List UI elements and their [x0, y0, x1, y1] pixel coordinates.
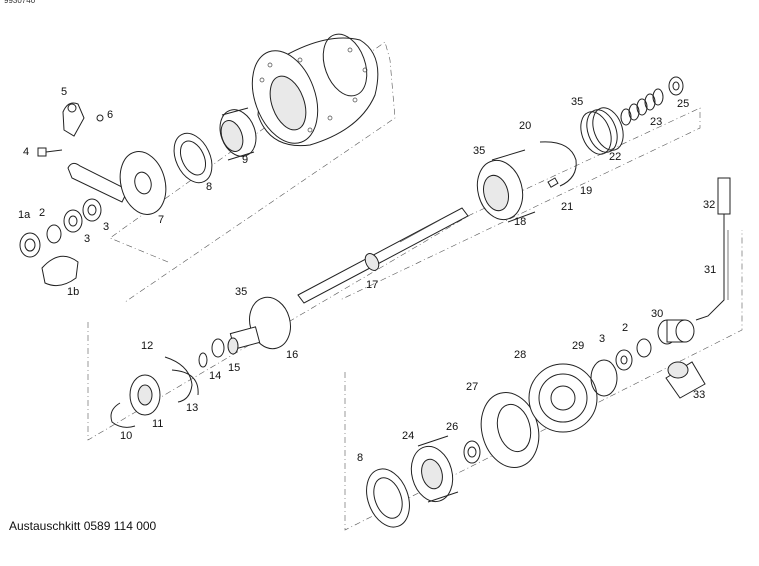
- label-part-24: 24: [402, 430, 415, 442]
- part-4-bolt: [37, 147, 63, 157]
- part-1a-nut: [19, 232, 41, 258]
- part-18-planet-carrier: [476, 149, 536, 223]
- label-part-35-carrier: 35: [473, 145, 486, 157]
- label-part-35-sun: 35: [235, 286, 248, 298]
- label-part-35-upper: 35: [571, 96, 584, 108]
- part-22-clutch-rings: [580, 107, 624, 155]
- label-part-20: 20: [519, 120, 532, 132]
- label-part-18: 18: [514, 216, 527, 228]
- part-2-washer-lower: [636, 338, 652, 358]
- label-part-23: 23: [650, 116, 663, 128]
- part-29-circlip: [590, 359, 618, 397]
- part-20-spring-clip: [539, 141, 577, 187]
- part-26-bearing: [463, 440, 481, 464]
- label-part-15: 15: [228, 362, 241, 374]
- part-7-brake-arm: [67, 151, 167, 215]
- label-part-28: 28: [514, 349, 527, 361]
- label-part-25: 25: [677, 98, 690, 110]
- kit-number-caption: Austauschkitt 0589 114 000: [9, 519, 157, 533]
- drawing-id: 9930740: [4, 0, 36, 5]
- part-15-washer: [211, 338, 225, 358]
- label-part-5: 5: [61, 86, 68, 98]
- part-31-32-indicator-chain: [695, 177, 731, 321]
- label-part-1b: 1b: [67, 286, 80, 298]
- part-21-pin: [547, 177, 559, 188]
- frame-middle: [87, 107, 701, 441]
- label-part-12: 12: [141, 340, 154, 352]
- label-part-4: 4: [23, 146, 30, 158]
- label-part-27: 27: [466, 381, 479, 393]
- label-part-33: 33: [693, 389, 706, 401]
- part-9-driver: [219, 107, 257, 161]
- label-part-19: 19: [580, 185, 593, 197]
- label-part-2-lower: 2: [622, 322, 629, 334]
- label-part-31: 31: [704, 264, 717, 276]
- part-10-circlip: [110, 402, 136, 428]
- part-33-cap: [665, 361, 706, 399]
- part-1b-cap: [41, 255, 79, 287]
- label-part-3-left-a: 3: [84, 233, 91, 245]
- part-3-washer-left-a: [63, 209, 83, 233]
- part-25-cone: [668, 76, 684, 96]
- label-part-2-left: 2: [39, 207, 46, 219]
- label-part-22: 22: [609, 151, 622, 163]
- part-16-sun-gear: [227, 296, 291, 355]
- label-part-8-upper: 8: [206, 181, 213, 193]
- part-23-spring: [620, 88, 664, 126]
- label-part-13: 13: [186, 402, 199, 414]
- part-2-washer-left: [46, 224, 62, 244]
- label-part-6: 6: [107, 109, 114, 121]
- part-13-pawl-spring: [171, 369, 199, 396]
- frame-upper-left: [109, 41, 396, 303]
- part-8-ring-upper: [173, 132, 213, 184]
- part-24-bearing-cup: [410, 435, 459, 503]
- part-12-pawl-ring: [164, 356, 193, 403]
- hub-shell: [251, 33, 379, 147]
- frame-lower: [344, 230, 743, 531]
- label-part-30: 30: [651, 308, 664, 320]
- part-11-driver: [129, 374, 161, 416]
- part-14-clip: [198, 352, 208, 368]
- label-part-10: 10: [120, 430, 133, 442]
- label-part-8-lower: 8: [357, 452, 364, 464]
- part-6-nut: [96, 114, 104, 122]
- part-3-washer-lower: [615, 349, 633, 371]
- label-part-32: 32: [703, 199, 716, 211]
- label-part-16: 16: [286, 349, 299, 361]
- label-part-3-lower: 3: [599, 333, 606, 345]
- label-part-29: 29: [572, 340, 585, 352]
- part-30-cone-nut: [657, 319, 695, 345]
- label-part-9: 9: [242, 154, 249, 166]
- label-part-21: 21: [561, 201, 574, 213]
- label-part-1a: 1a: [18, 209, 31, 221]
- part-3-washer-left-b: [82, 198, 102, 222]
- part-28-sprocket: [528, 363, 598, 433]
- part-27-dust-cap: [480, 392, 540, 468]
- part-5-clamp: [62, 102, 85, 137]
- label-part-26: 26: [446, 421, 459, 433]
- label-part-11: 11: [152, 418, 164, 430]
- part-8-ring-lower: [366, 468, 410, 528]
- part-17-axle: [297, 207, 469, 304]
- label-part-17: 17: [366, 279, 379, 291]
- label-part-7: 7: [158, 214, 165, 226]
- label-part-3-left-b: 3: [103, 221, 110, 233]
- label-part-14: 14: [209, 370, 222, 382]
